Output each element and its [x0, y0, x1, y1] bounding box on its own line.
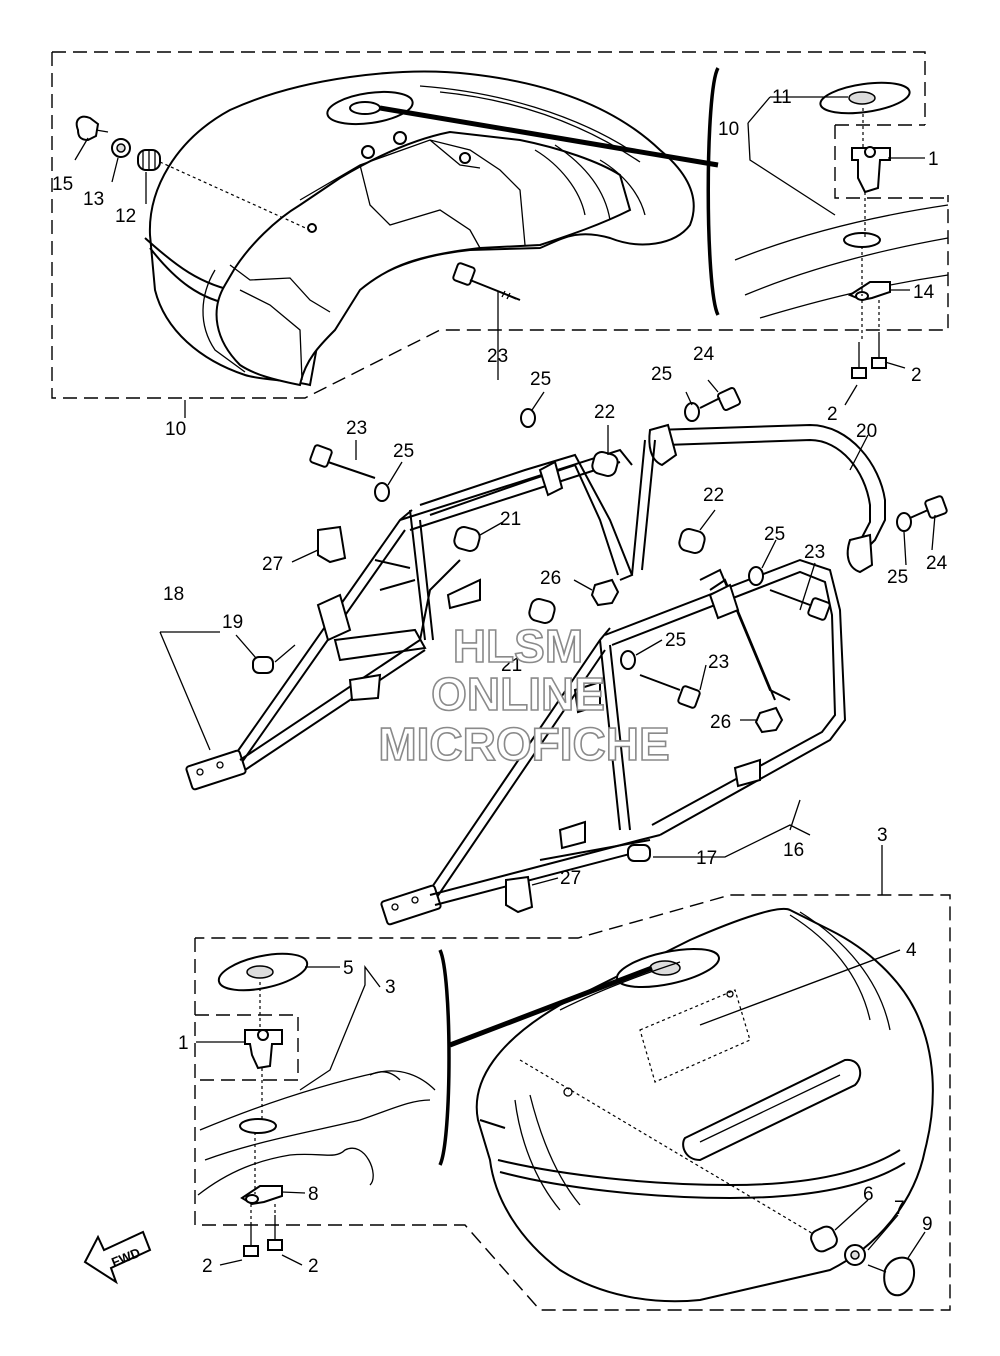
- zoom-pointer-lower: [449, 965, 653, 1048]
- fasteners: [252, 262, 948, 914]
- callout-22-b: 22: [703, 485, 724, 506]
- leader-lines: [74, 96, 936, 1266]
- callout-23-b: 23: [346, 418, 367, 439]
- callout-21-a: 21: [500, 509, 521, 530]
- fwd-arrow-icon: FWD: [83, 1230, 152, 1285]
- callout-25-c: 25: [393, 441, 414, 462]
- callout-20: 20: [856, 421, 877, 442]
- callout-9: 9: [922, 1214, 933, 1235]
- mounting-stays: [185, 423, 886, 926]
- callout-labels: 15 13 12 11 10 1 14 2 2 10 23 25 25 24 2…: [52, 87, 948, 1277]
- watermark-line-2: ONLINE: [431, 668, 605, 720]
- watermark-line-3: MICROFICHE: [378, 718, 669, 770]
- callout-25-e: 25: [887, 567, 908, 588]
- callout-23-d: 23: [708, 652, 729, 673]
- zoom-bracket-upper: [706, 67, 720, 316]
- callout-25-d: 25: [764, 524, 785, 545]
- callout-3-inset: 3: [385, 977, 396, 998]
- callout-18: 18: [163, 584, 184, 605]
- assembly-boundaries: [51, 51, 951, 1311]
- callout-24-a: 24: [693, 344, 715, 365]
- callout-22-a: 22: [594, 402, 615, 423]
- zoom-pointer-upper: [379, 105, 719, 168]
- left-hardware: [75, 115, 311, 231]
- callout-25-b: 25: [651, 364, 672, 385]
- callout-1-upper: 1: [928, 149, 939, 170]
- callout-2-upper-a: 2: [911, 365, 922, 386]
- callout-5: 5: [343, 958, 354, 979]
- callout-27-b: 27: [560, 868, 581, 889]
- callout-10-inset: 10: [718, 119, 739, 140]
- watermark: HLSM ONLINE MICROFICHE: [378, 619, 671, 771]
- callout-11: 11: [772, 87, 792, 108]
- callout-6: 6: [863, 1184, 874, 1205]
- callout-23-a: 23: [487, 346, 508, 367]
- callout-27-a: 27: [262, 554, 283, 575]
- callout-7: 7: [894, 1198, 905, 1219]
- zoom-bracket-lower: [438, 949, 451, 1166]
- callout-12: 12: [115, 206, 136, 227]
- right-saddlebag: [475, 908, 934, 1303]
- callout-21-b: 21: [501, 655, 522, 676]
- upper-inset-detail: [734, 81, 949, 379]
- callout-8: 8: [308, 1184, 319, 1205]
- callout-17: 17: [696, 848, 717, 869]
- callout-13: 13: [83, 189, 104, 210]
- callout-23-c: 23: [804, 542, 825, 563]
- callout-2-upper-b: 2: [827, 404, 838, 425]
- watermark-line-1: HLSM: [453, 620, 583, 672]
- callout-19: 19: [222, 612, 243, 633]
- callout-25-f: 25: [665, 630, 686, 651]
- callout-25-a: 25: [530, 369, 551, 390]
- callout-26-b: 26: [710, 712, 731, 733]
- callout-2-lower-a: 2: [202, 1256, 213, 1277]
- callout-10: 10: [165, 419, 186, 440]
- left-saddlebag: [144, 70, 695, 387]
- lower-inset-detail: [197, 952, 436, 1257]
- callout-24-b: 24: [926, 553, 948, 574]
- right-hardware: [519, 1059, 916, 1297]
- callout-26-a: 26: [540, 568, 561, 589]
- callout-16: 16: [783, 840, 804, 861]
- callout-4: 4: [906, 940, 917, 961]
- callout-15: 15: [52, 174, 73, 195]
- callout-3-right: 3: [877, 825, 888, 846]
- callout-2-lower-b: 2: [308, 1256, 319, 1277]
- callout-14: 14: [913, 282, 935, 303]
- callout-1-lower: 1: [178, 1033, 189, 1054]
